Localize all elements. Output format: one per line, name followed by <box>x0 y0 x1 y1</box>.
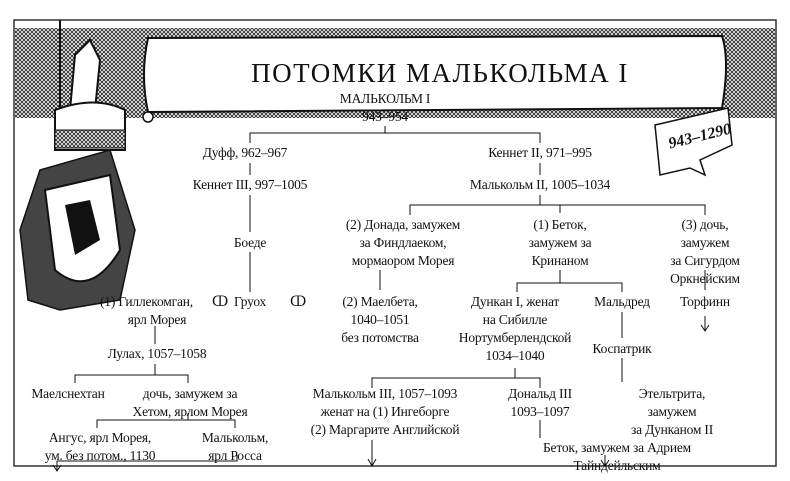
node-daughter-sigurd: (3) дочь, замужем за Сигурдом Оркнейским <box>670 217 740 286</box>
node-gillecomgan: (1) Гиллекомган, <box>100 294 193 309</box>
node-duncan-i: Дункан I, женат на Сибилле Нортумберленд… <box>458 294 572 363</box>
node-kenneth-ii: Кеннет II, 971–995 <box>488 145 592 160</box>
node-betok: (1) Беток, замужем за Кринаном <box>528 217 592 268</box>
node-duff: Дуфф, 962–967 <box>202 145 288 160</box>
node-malcolm-iii: Малькольм III, 1057–1093 женат на (1) Ин… <box>310 386 460 437</box>
node-ethelreda: Этельтрита, замужем за Дунканом II <box>630 386 714 437</box>
node-gruoch: Груох <box>234 294 267 309</box>
node-malcolm-i: МАЛЬКОЛЬМ I 943–954 <box>339 91 431 124</box>
node-gillecomgan-title: ярл Морея <box>127 312 187 327</box>
node-boede: Боеде <box>233 235 267 250</box>
node-thorfinn: Торфинн <box>680 294 730 309</box>
coat-of-arms-icon <box>19 20 136 311</box>
node-malcolm-ii: Малькольм II, 1005–1034 <box>469 177 611 192</box>
node-daughter-lulach: дочь, замужем за Хетом, ярлом Морея <box>132 386 248 419</box>
title-scroll <box>143 34 727 114</box>
node-cospatrick: Коспатрик <box>592 341 652 356</box>
page-title: ПОТОМКИ МАЛЬКОЛЬМА I <box>251 58 629 88</box>
scroll-end <box>142 111 154 123</box>
marriage-icon: ↀ <box>290 294 307 309</box>
node-lulach: Лулах, 1057–1058 <box>107 346 207 361</box>
node-macbeth: (2) Маелбета, 1040–1051 без потомства <box>341 294 419 345</box>
node-maldred: Мальдред <box>594 294 650 309</box>
node-malcolm-ross: Малькольм, ярл Росса <box>201 430 269 463</box>
node-donald-iii: Дональд III 1093–1097 <box>508 386 572 419</box>
frame-border <box>13 19 777 467</box>
node-angus: Ангус, ярл Морея, ум. без потом., 1130 <box>44 430 156 463</box>
node-betok-adrian: Беток, замужем за Адрием Тайндейльским <box>542 440 692 473</box>
date-ribbon <box>654 107 733 177</box>
node-kenneth-iii: Кеннет III, 997–1005 <box>192 177 308 192</box>
marriage-icon: ↀ <box>212 294 229 309</box>
node-donada: (2) Донада, замужем за Финдлаеком, морма… <box>345 217 461 268</box>
node-maelsnechtan: Маелснехтан <box>31 386 105 401</box>
